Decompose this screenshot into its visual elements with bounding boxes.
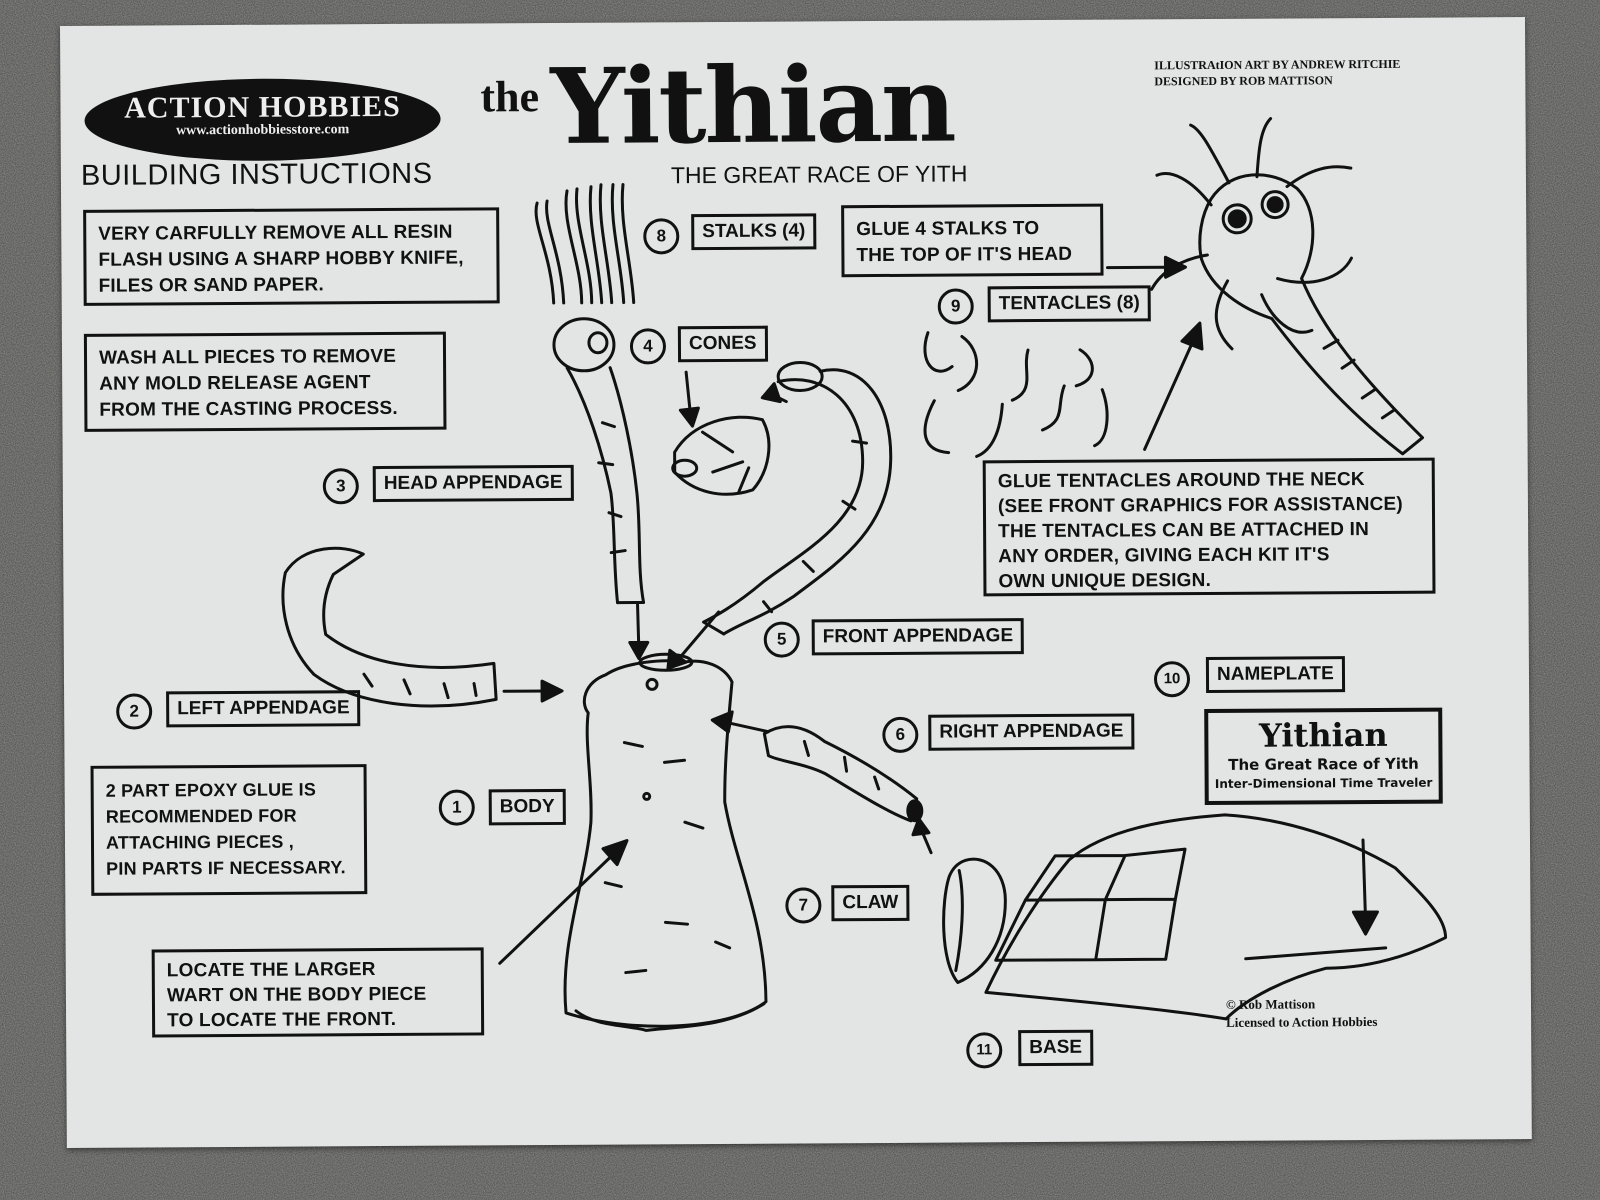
part-number-10: 10 [1153, 661, 1191, 698]
section-title: BUILDING INSTUCTIONS [80, 157, 433, 192]
claw-drawing [942, 857, 1007, 985]
nameplate-preview: Yithian The Great Race of Yith Inter-Dim… [1204, 707, 1443, 806]
part-label-tentacles: TENTACLES (8) [987, 285, 1151, 323]
cones-drawing [671, 415, 771, 496]
note-remove-flash: VERY CARFULLY REMOVE ALL RESIN FLASH USI… [83, 207, 500, 306]
part-number-9: 9 [937, 288, 974, 325]
part-number-8: 8 [643, 218, 680, 255]
instruction-sheet: ACTION HOBBIES www.actionhobbiesstore.co… [60, 17, 1532, 1148]
page-title: Yithian [550, 42, 955, 169]
part-number-5: 5 [763, 621, 800, 658]
credit-illustration: ILLUSTRAtION ART BY ANDREW RITCHIE [1154, 56, 1401, 73]
left-appendage-drawing [281, 546, 498, 708]
part-label-right-appendage: RIGHT APPENDAGE [928, 713, 1135, 751]
front-appendage-drawing [702, 360, 893, 636]
stalks-drawing [534, 183, 636, 305]
title-prefix: the [480, 72, 540, 122]
part-label-head-appendage: HEAD APPENDAGE [372, 464, 574, 503]
right-appendage-drawing [762, 725, 924, 823]
nameplate-line-1: The Great Race of Yith [1228, 754, 1419, 774]
part-label-left-appendage: LEFT APPENDAGE [166, 690, 361, 728]
body-drawing [563, 652, 768, 1032]
part-label-claw: CLAW [831, 884, 910, 922]
note-locate-wart: LOCATE THE LARGER WART ON THE BODY PIECE… [151, 947, 485, 1038]
part-number-1: 1 [438, 789, 475, 826]
note-glue-tentacles: GLUE TENTACLES AROUND THE NECK (SEE FRON… [982, 457, 1436, 597]
nameplate-line-2: Inter-Dimensional Time Traveler [1214, 775, 1433, 791]
copyright-line-2: Licensed to Action Hobbies [1226, 1013, 1378, 1030]
base-drawing [984, 813, 1448, 1021]
brand-name: ACTION HOBBIES [124, 89, 401, 125]
page-subtitle: THE GREAT RACE OF YITH [670, 160, 968, 189]
note-epoxy-glue: 2 PART EPOXY GLUE IS RECOMMENDED FOR ATT… [90, 764, 368, 896]
part-label-cones: CONES [677, 325, 768, 363]
part-number-11: 11 [966, 1032, 1003, 1069]
part-label-body: BODY [488, 788, 566, 826]
head-appendage-drawing [552, 317, 646, 605]
part-number-7: 7 [785, 887, 822, 924]
part-number-2: 2 [116, 693, 153, 730]
credit-design: DESIGNED BY ROB MATTISON [1154, 73, 1333, 89]
part-label-base: BASE [1018, 1029, 1094, 1067]
nameplate-title: Yithian [1258, 715, 1388, 755]
creature-head-drawing [1150, 117, 1425, 456]
tentacles-drawing [923, 331, 1109, 458]
part-label-stalks: STALKS (4) [691, 213, 817, 251]
assembly-illustration [281, 117, 1448, 1032]
part-label-front-appendage: FRONT APPENDAGE [811, 618, 1025, 656]
arrows [498, 255, 1379, 965]
note-wash-pieces: WASH ALL PIECES TO REMOVE ANY MOLD RELEA… [83, 331, 447, 432]
part-number-4: 4 [629, 328, 667, 365]
part-number-3: 3 [322, 468, 359, 505]
note-glue-stalks: GLUE 4 STALKS TO THE TOP OF IT'S HEAD [841, 203, 1104, 278]
part-number-6: 6 [882, 716, 919, 753]
part-label-nameplate: NAMEPLATE [1205, 656, 1345, 694]
copyright-line-1: © Rob Mattison [1225, 996, 1316, 1012]
